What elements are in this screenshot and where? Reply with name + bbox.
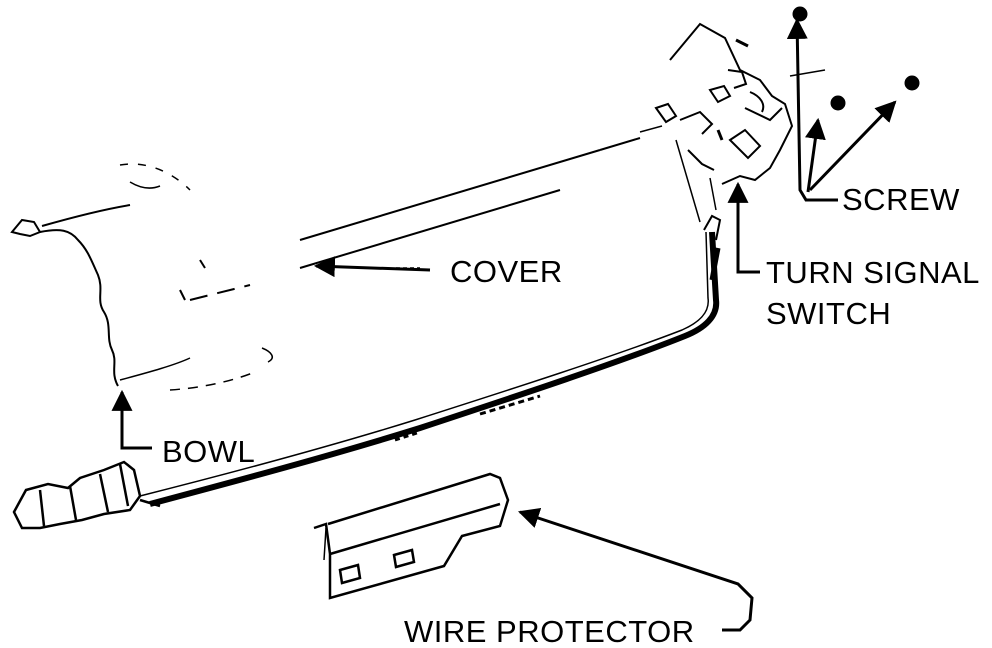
screw-illustration	[792, 6, 920, 111]
label-screw: SCREW	[842, 182, 960, 217]
label-turn-signal-line1: TURN SIGNAL	[766, 255, 980, 290]
bowl-illustration	[10, 204, 131, 387]
wire-protector-illustration	[313, 472, 510, 600]
label-cover: COVER	[450, 254, 563, 289]
cover-illustration	[119, 125, 663, 391]
connector-illustration	[12, 460, 161, 530]
label-wire-protector: WIRE PROTECTOR	[404, 614, 695, 648]
label-turn-signal-line2: SWITCH	[766, 296, 891, 331]
screw-head-top	[792, 6, 808, 22]
turn-signal-switch-illustration	[654, 22, 826, 223]
screw-head-right	[904, 75, 920, 91]
screw-head-middle	[830, 95, 846, 111]
leader-lines	[111, 17, 897, 632]
label-bowl: BOWL	[162, 434, 255, 469]
wire-harness-illustration	[139, 214, 722, 507]
